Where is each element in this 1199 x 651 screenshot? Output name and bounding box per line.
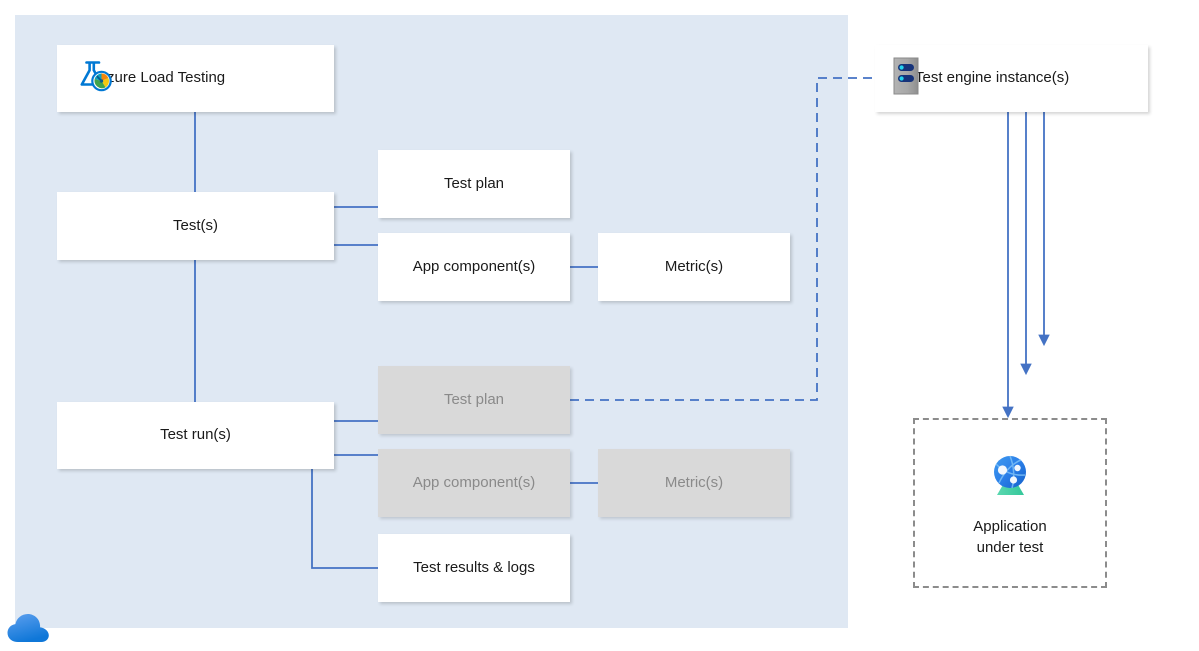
node-run-app-components[interactable]: App component(s) bbox=[378, 449, 570, 517]
node-run-test-plan-label: Test plan bbox=[443, 390, 505, 408]
node-test-results-and-logs-label: Test results & logs bbox=[413, 558, 535, 576]
node-application-under-test[interactable]: Application under test bbox=[913, 418, 1107, 588]
node-azure-load-testing-label: Azure Load Testing bbox=[97, 69, 226, 87]
node-test-runs[interactable]: Test run(s) bbox=[57, 402, 334, 469]
application-globe-icon bbox=[983, 448, 1037, 507]
node-run-app-components-label: App component(s) bbox=[412, 473, 536, 491]
azure-cloud-icon bbox=[6, 611, 52, 650]
node-test-runs-label: Test run(s) bbox=[160, 426, 231, 444]
node-tests[interactable]: Test(s) bbox=[57, 192, 334, 260]
node-run-metrics[interactable]: Metric(s) bbox=[598, 449, 790, 517]
node-azure-load-testing[interactable]: Azure Load Testing bbox=[57, 45, 334, 112]
node-metrics[interactable]: Metric(s) bbox=[598, 233, 790, 301]
node-metrics-label: Metric(s) bbox=[664, 257, 724, 275]
node-test-engine-instances-label: Test engine instance(s) bbox=[915, 69, 1070, 87]
node-test-engine-instances[interactable]: Test engine instance(s) bbox=[875, 45, 1148, 112]
node-run-test-plan[interactable]: Test plan bbox=[378, 366, 570, 434]
node-run-metrics-label: Metric(s) bbox=[664, 473, 724, 491]
server-instance-icon bbox=[893, 57, 919, 100]
node-app-components-label: App component(s) bbox=[412, 257, 536, 275]
node-test-results-and-logs[interactable]: Test results & logs bbox=[378, 534, 570, 602]
node-application-under-test-label: Application under test bbox=[973, 518, 1047, 556]
load-testing-flask-icon bbox=[75, 56, 115, 101]
node-tests-label: Test(s) bbox=[173, 216, 218, 234]
node-app-components[interactable]: App component(s) bbox=[378, 233, 570, 301]
node-test-plan[interactable]: Test plan bbox=[378, 150, 570, 218]
node-test-plan-label: Test plan bbox=[443, 174, 505, 192]
